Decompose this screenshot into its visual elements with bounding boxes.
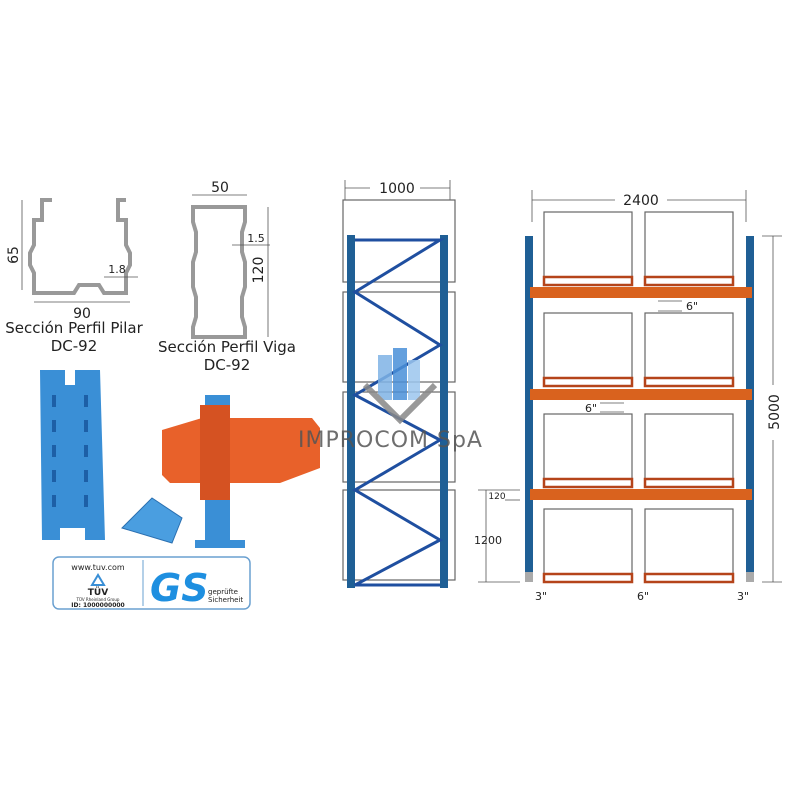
rack-upright-left bbox=[525, 236, 533, 572]
viga-width-label: 50 bbox=[211, 180, 229, 196]
gs-text-2: Sicherheit bbox=[208, 596, 243, 604]
pallet-load bbox=[644, 508, 734, 575]
rack-height-label: 5000 bbox=[767, 394, 783, 430]
viga-model: DC-92 bbox=[204, 356, 251, 374]
tuv-id: ID: 1000000000 bbox=[71, 602, 124, 609]
tuv-url: www.tuv.com bbox=[71, 563, 125, 572]
pallet bbox=[542, 572, 634, 584]
viga-thickness-label: 1.5 bbox=[247, 232, 265, 245]
frame-upright-right bbox=[440, 235, 448, 588]
gs-badge: GS geprüfte Sicherheit bbox=[150, 566, 243, 610]
viga-caption: Sección Perfil Viga bbox=[158, 338, 296, 356]
logo-text: IMPROCOM SpA bbox=[298, 428, 483, 453]
first-level-label: 1200 bbox=[474, 534, 502, 547]
base-plate-bracket-illustration bbox=[121, 497, 183, 544]
pilar-section-shape bbox=[28, 198, 132, 295]
certification-badges: www.tuv.com TÜV TÜV Rheinland Group ID: … bbox=[52, 556, 251, 610]
tuv-triangle-icon bbox=[90, 573, 106, 586]
pallet bbox=[542, 376, 634, 388]
rack-beam bbox=[530, 287, 752, 298]
pallet bbox=[542, 477, 634, 489]
pilar-model: DC-92 bbox=[51, 337, 98, 355]
pallet-load bbox=[543, 508, 633, 575]
pilar-width-label: 90 bbox=[73, 306, 91, 322]
gap-mid-label: 6" bbox=[585, 402, 597, 415]
viga-height-label: 120 bbox=[251, 257, 267, 284]
upright-part-illustration bbox=[40, 370, 105, 540]
front-rack-drawing: 2400 5000 6" 6" 120 1200 3" 6" 3" bbox=[474, 190, 783, 603]
frame-upright-left bbox=[347, 235, 355, 588]
tuv-name: TÜV bbox=[88, 587, 108, 598]
rack-beam bbox=[530, 489, 752, 500]
pallet bbox=[542, 275, 634, 287]
beam-connection-illustration bbox=[162, 395, 320, 548]
pilar-height-label: 65 bbox=[6, 246, 22, 264]
pilar-caption: Sección Perfil Pilar bbox=[5, 319, 143, 337]
pilar-thickness-label: 1.8 bbox=[108, 263, 126, 276]
bottom-left-clearance: 3" bbox=[535, 590, 547, 603]
pallet-load bbox=[543, 413, 633, 480]
bottom-right-clearance: 3" bbox=[737, 590, 749, 603]
pallet bbox=[643, 572, 735, 584]
pallet-load bbox=[543, 312, 633, 379]
gap-top-label: 6" bbox=[686, 300, 698, 313]
rack-width-label: 2400 bbox=[623, 193, 659, 209]
viga-section-shape bbox=[191, 205, 247, 339]
tuv-badge: www.tuv.com TÜV TÜV Rheinland Group ID: … bbox=[71, 563, 125, 609]
gs-text-1: geprüfte bbox=[208, 588, 238, 596]
rack-upright-right bbox=[746, 236, 754, 572]
bottom-mid-clearance: 6" bbox=[637, 590, 649, 603]
pallet bbox=[643, 477, 735, 489]
viga-profile: 50 1.5 120 Sección Perfil Viga DC-92 bbox=[158, 180, 296, 374]
pilar-profile: 65 90 1.8 Sección Perfil Pilar DC-92 bbox=[5, 198, 144, 355]
pallet bbox=[643, 275, 735, 287]
improcom-logo: IMPROCOM SpA bbox=[298, 348, 483, 453]
frame-depth-label: 1000 bbox=[379, 181, 415, 197]
pallet-load bbox=[644, 413, 734, 480]
pallet-load bbox=[644, 312, 734, 379]
pallet-load bbox=[644, 211, 734, 278]
beam-height-label: 120 bbox=[488, 492, 505, 502]
pallet bbox=[643, 376, 735, 388]
tuv-group: TÜV Rheinland Group bbox=[76, 597, 120, 602]
rack-beam bbox=[530, 389, 752, 400]
gs-logo: GS bbox=[150, 566, 209, 610]
pallet-load bbox=[543, 211, 633, 278]
